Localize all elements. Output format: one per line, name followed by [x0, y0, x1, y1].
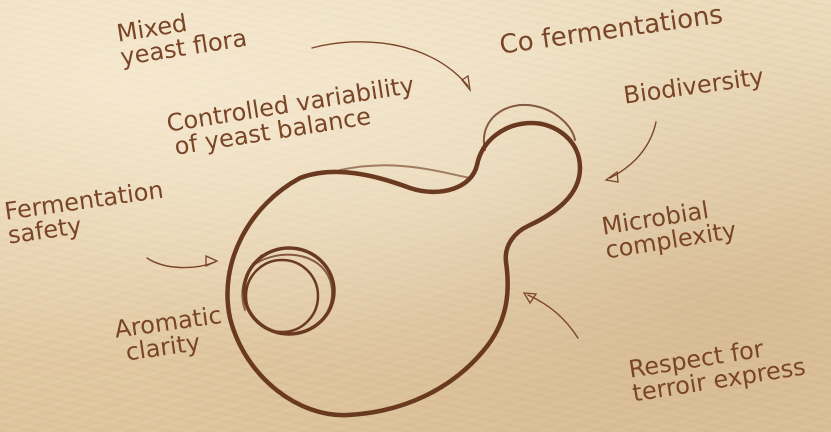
nucleus-sketch-line [255, 255, 332, 334]
arrow-terroir [528, 295, 578, 338]
arrow-biodiversity [610, 122, 656, 178]
bud-sketch-line [484, 105, 575, 150]
nucleus-inner-circle [246, 260, 318, 332]
arrow-fermentation-safety [147, 258, 215, 268]
